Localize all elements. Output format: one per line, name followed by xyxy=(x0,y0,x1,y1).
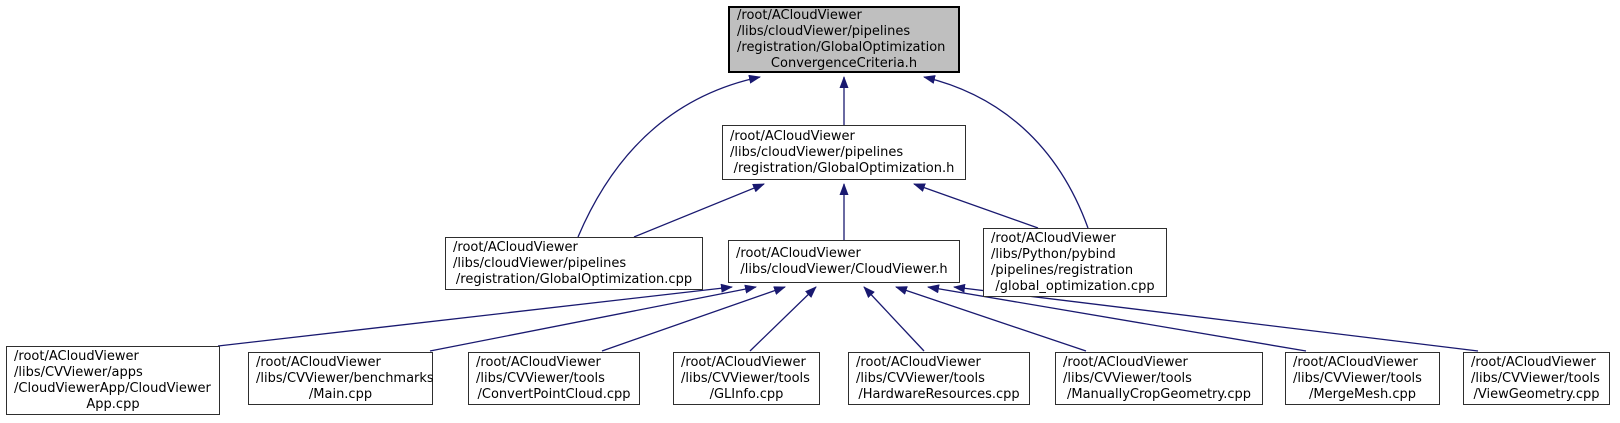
node-path-line: /global_optimization.cpp xyxy=(995,278,1155,294)
node-path-line: /root/ACloudViewer xyxy=(1063,354,1188,370)
node-path-line: /ManuallyCropGeometry.cpp xyxy=(1066,386,1252,402)
node-path-line: /libs/cloudViewer/pipelines xyxy=(737,23,911,39)
node-path-line: /libs/CVViewer/tools xyxy=(1471,370,1600,386)
node-path-line: App.cpp xyxy=(86,396,140,412)
node-path-line: /libs/CVViewer/apps xyxy=(14,364,143,380)
node-path-line: /GLInfo.cpp xyxy=(709,386,784,402)
graph-node-merge-mesh-cpp[interactable]: /root/ACloudViewer/libs/CVViewer/tools/M… xyxy=(1285,352,1440,405)
node-path-line: /root/ACloudViewer xyxy=(730,128,855,144)
edge-benchmarks-main-cpp-to-cloudviewer-h xyxy=(429,284,757,352)
node-path-line: /root/ACloudViewer xyxy=(453,239,578,255)
node-path-line: /registration/GlobalOptimization xyxy=(737,39,946,55)
edge-hardware-resources-cpp-to-cloudviewer-h xyxy=(863,286,925,352)
node-path-line: /CloudViewerApp/CloudViewer xyxy=(14,380,211,396)
node-path-line: /root/ACloudViewer xyxy=(736,245,861,261)
node-path-line: /Main.cpp xyxy=(308,386,373,402)
graph-node-benchmarks-main-cpp[interactable]: /root/ACloudViewer/libs/CVViewer/benchma… xyxy=(248,352,434,405)
node-path-line: /libs/cloudViewer/pipelines xyxy=(730,144,904,160)
node-path-line: /root/ACloudViewer xyxy=(256,354,381,370)
graph-node-manually-crop-geometry-cpp[interactable]: /root/ACloudViewer/libs/CVViewer/tools/M… xyxy=(1055,352,1263,405)
graph-node-pybind-global-optimization-cpp[interactable]: /root/ACloudViewer/libs/Python/pybind/pi… xyxy=(983,228,1167,297)
node-path-line: /libs/CVViewer/tools xyxy=(856,370,985,386)
node-path-line: /root/ACloudViewer xyxy=(681,354,806,370)
graph-node-global-optimization-h[interactable]: /root/ACloudViewer/libs/cloudViewer/pipe… xyxy=(722,125,966,180)
edge-glinfo-cpp-to-cloudviewer-h xyxy=(749,286,817,352)
graph-node-global-optimization-convergence-criteria-h: /root/ACloudViewer/libs/cloudViewer/pipe… xyxy=(728,6,960,73)
node-path-line: /root/ACloudViewer xyxy=(991,230,1116,246)
edge-global-optimization-cpp-to-global-optimization-h xyxy=(633,183,765,238)
node-path-line: /HardwareResources.cpp xyxy=(858,386,1020,402)
node-path-line: /libs/cloudViewer/pipelines xyxy=(453,255,627,271)
node-path-line: /libs/Python/pybind xyxy=(991,246,1116,262)
edge-convert-point-cloud-cpp-to-cloudviewer-h xyxy=(601,286,786,352)
graph-node-global-optimization-cpp[interactable]: /root/ACloudViewer/libs/cloudViewer/pipe… xyxy=(445,237,703,290)
node-path-line: /pipelines/registration xyxy=(991,262,1134,278)
graph-node-glinfo-cpp[interactable]: /root/ACloudViewer/libs/CVViewer/tools/G… xyxy=(673,352,820,405)
node-path-line: /registration/GlobalOptimization.cpp xyxy=(455,271,693,287)
node-path-line: /libs/CVViewer/benchmarks xyxy=(256,370,434,386)
graph-node-hardware-resources-cpp[interactable]: /root/ACloudViewer/libs/CVViewer/tools/H… xyxy=(848,352,1030,405)
node-path-line: /root/ACloudViewer xyxy=(476,354,601,370)
node-path-line: /ConvertPointCloud.cpp xyxy=(477,386,631,402)
node-path-line: /registration/GlobalOptimization.h xyxy=(733,160,955,176)
node-path-line: /root/ACloudViewer xyxy=(14,348,139,364)
graph-node-cloudviewer-h[interactable]: /root/ACloudViewer/libs/cloudViewer/Clou… xyxy=(728,240,960,283)
node-path-line: /root/ACloudViewer xyxy=(856,354,981,370)
node-path-line: /root/ACloudViewer xyxy=(737,7,862,23)
edge-cloudviewer-app-cpp-to-cloudviewer-h xyxy=(217,283,733,347)
node-path-line: /libs/CVViewer/tools xyxy=(681,370,810,386)
graph-node-cloudviewer-app-cpp[interactable]: /root/ACloudViewer/libs/CVViewer/apps/Cl… xyxy=(6,346,220,415)
graph-node-view-geometry-cpp[interactable]: /root/ACloudViewer/libs/CVViewer/tools/V… xyxy=(1463,352,1610,405)
node-path-line: /root/ACloudViewer xyxy=(1293,354,1418,370)
graph-node-convert-point-cloud-cpp[interactable]: /root/ACloudViewer/libs/CVViewer/tools/C… xyxy=(468,352,640,405)
node-path-line: /libs/CVViewer/tools xyxy=(1063,370,1192,386)
node-path-line: /ViewGeometry.cpp xyxy=(1473,386,1600,402)
edge-pybind-global-optimization-cpp-to-global-optimization-h xyxy=(913,183,1039,229)
node-path-line: /MergeMesh.cpp xyxy=(1309,386,1416,402)
node-path-line: /libs/CVViewer/tools xyxy=(1293,370,1422,386)
node-path-line: /root/ACloudViewer xyxy=(1471,354,1596,370)
node-path-line: /libs/cloudViewer/CloudViewer.h xyxy=(740,261,948,277)
node-path-line: /libs/CVViewer/tools xyxy=(476,370,605,386)
node-path-line: ConvergenceCriteria.h xyxy=(770,55,918,71)
